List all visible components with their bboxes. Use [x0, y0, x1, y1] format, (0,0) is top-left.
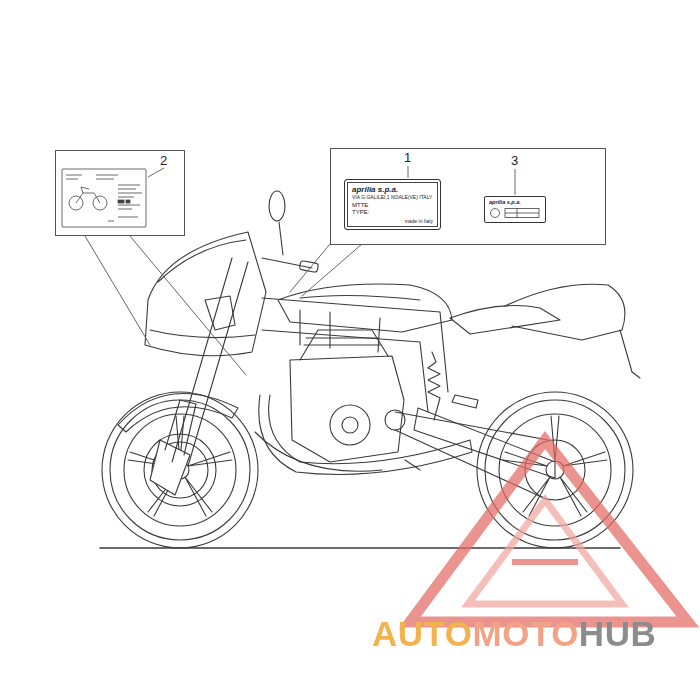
plate-text: TYPE: [352, 209, 433, 216]
plate-text: MTTE [352, 202, 433, 209]
callout-number: 3 [511, 154, 518, 167]
inset-box: 2 [55, 150, 185, 236]
plate-text: aprilia s.p.a. [352, 185, 433, 194]
id-plate: aprilia s.p.a.VIA G.GALILEI,1 NOALE(VE) … [344, 179, 441, 230]
callout-number: 2 [160, 154, 167, 167]
plate-text: made in Italy [352, 219, 433, 225]
callout-number: 1 [404, 151, 411, 164]
inset-box: 13aprilia s.p.a.VIA G.GALILEI,1 NOALE(VE… [330, 148, 606, 245]
plate-graphic [489, 207, 541, 219]
plate-text: aprilia s.p.a. [489, 199, 541, 205]
plate-text: VIA G.GALILEI,1 NOALE(VE) ITALY [352, 195, 433, 201]
watermark: AUTOMOTOHUB [372, 616, 656, 651]
small-plate: aprilia s.p.a. [484, 196, 546, 223]
